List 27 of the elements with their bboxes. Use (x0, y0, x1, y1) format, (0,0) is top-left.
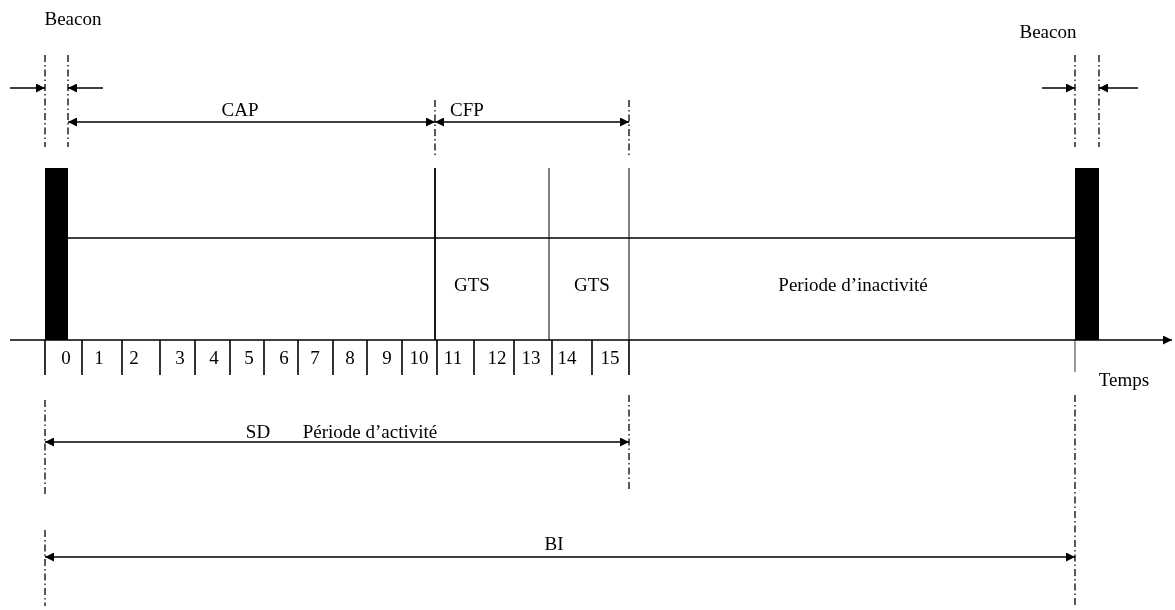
tick-label: 3 (175, 347, 185, 369)
slot-label: GTS (454, 274, 490, 296)
dimension-label: SD (245, 421, 271, 443)
tick-label: 12 (487, 347, 507, 369)
tick-label: 9 (382, 347, 392, 369)
beacon-label: Beacon (44, 8, 102, 30)
tick-label: 10 (409, 347, 429, 369)
tick-label: 15 (600, 347, 620, 369)
tick-label: 2 (129, 347, 139, 369)
tick-label: 5 (244, 347, 254, 369)
tick-label: 4 (209, 347, 219, 369)
tick-label: 6 (279, 347, 289, 369)
period-label: Periode d’inactivité (778, 274, 928, 296)
axis-label: Temps (1098, 369, 1150, 391)
tick-label: 14 (557, 347, 577, 369)
tick-label: 13 (521, 347, 541, 369)
period-label: CFP (450, 99, 484, 121)
dimension-label: BI (544, 533, 564, 555)
tick-label: 7 (310, 347, 320, 369)
dimension-label: Période d’activité (302, 421, 438, 443)
beacon-label: Beacon (1019, 21, 1077, 43)
slot-label: GTS (574, 274, 610, 296)
period-label: CAP (221, 99, 259, 121)
tick-label: 0 (61, 347, 71, 369)
tick-label: 11 (443, 347, 463, 369)
tick-label: 1 (94, 347, 104, 369)
tick-label: 8 (345, 347, 355, 369)
